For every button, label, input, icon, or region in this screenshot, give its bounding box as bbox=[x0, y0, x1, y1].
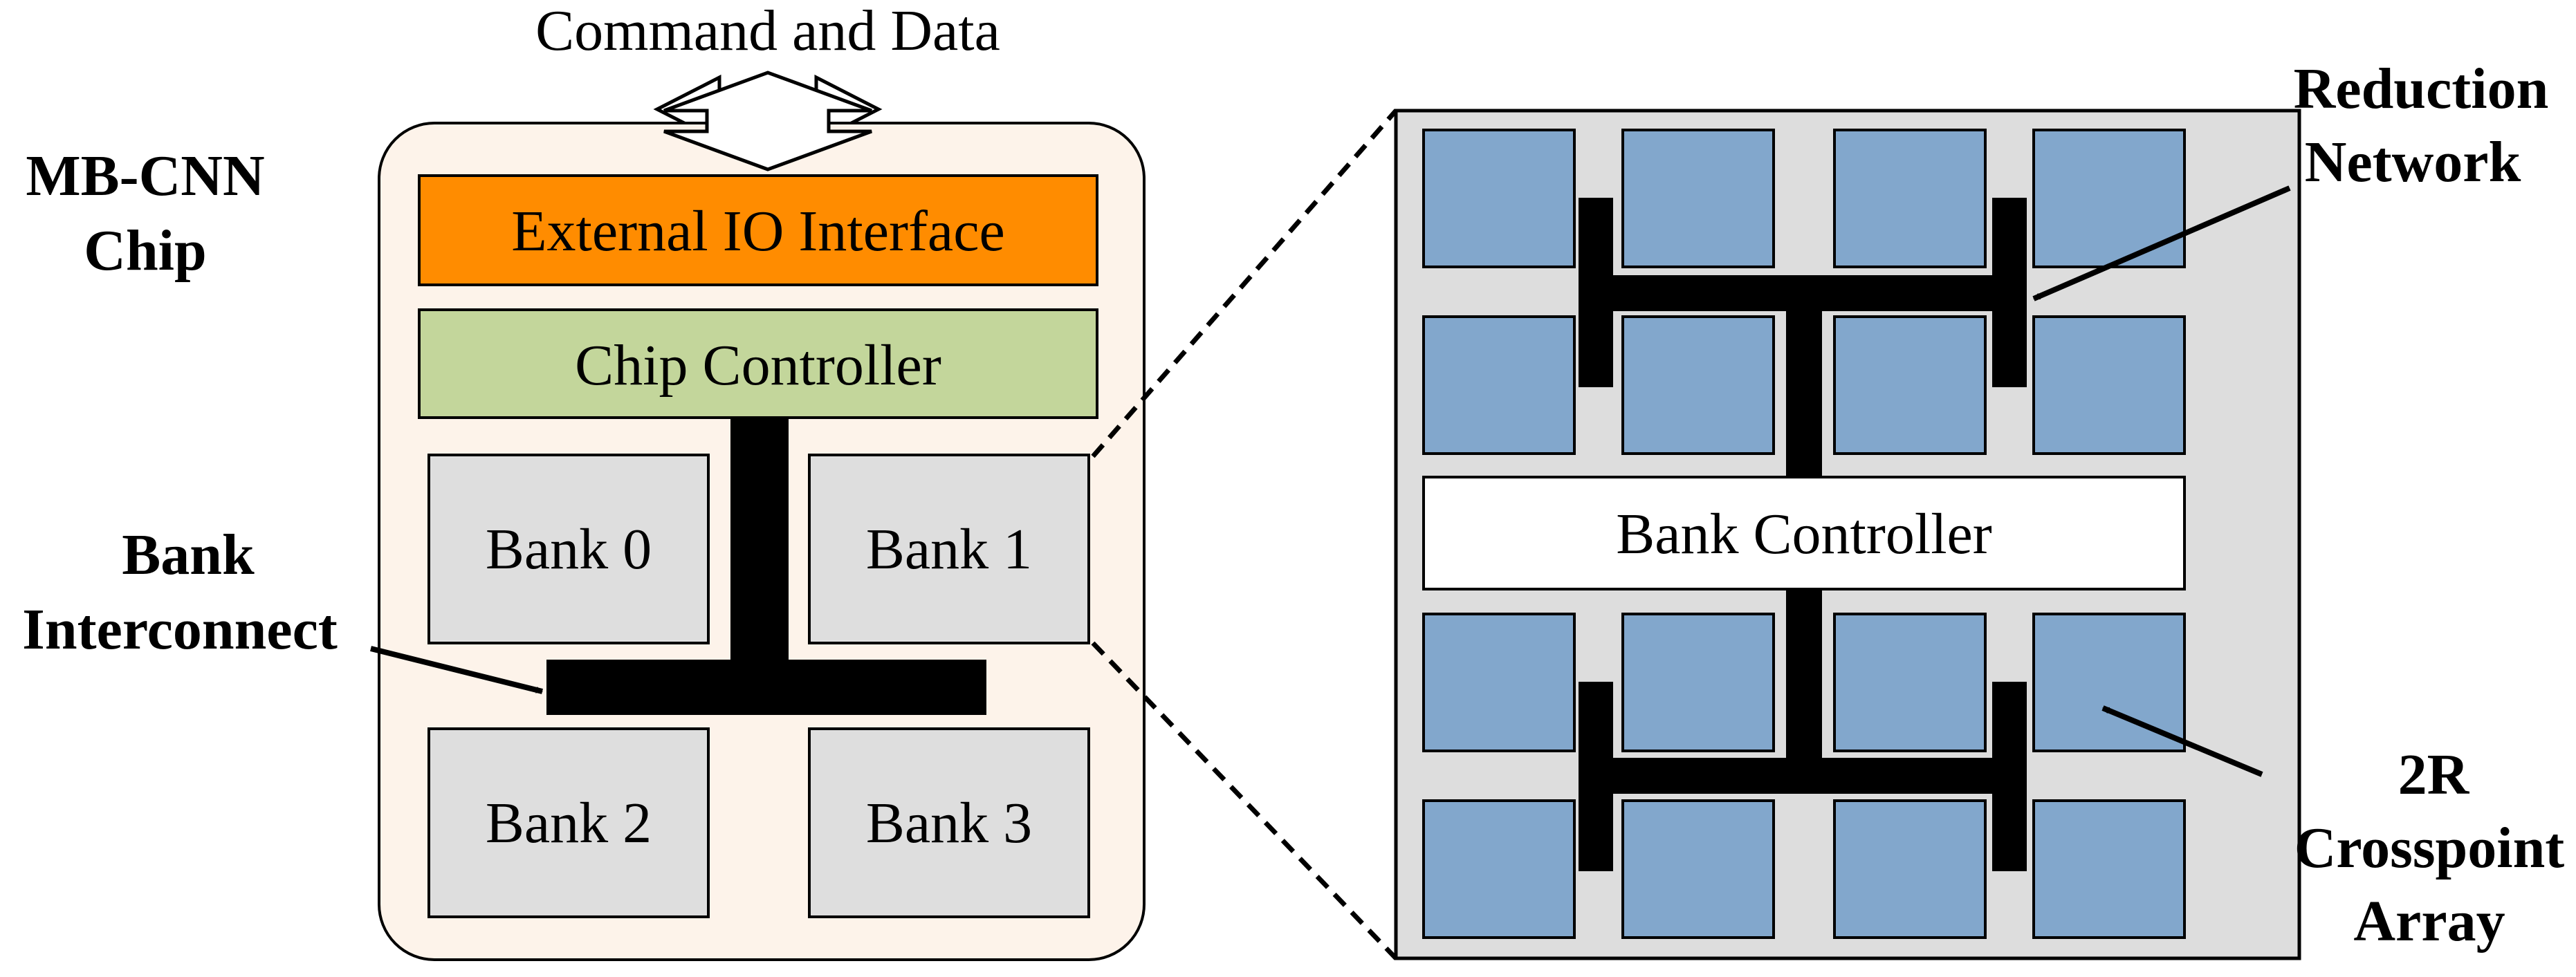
crosspoint-array bbox=[1833, 315, 1987, 455]
bank-1-label: Bank 1 bbox=[866, 517, 1032, 581]
bank-1-block bbox=[808, 454, 1090, 644]
bank-interconnect-label-line2: Interconnect bbox=[22, 597, 338, 662]
reduction-network-bar bbox=[1579, 758, 2027, 794]
bank-0-block bbox=[427, 454, 710, 644]
reduction-network-top bbox=[1579, 198, 2027, 477]
crosspoint-array bbox=[1422, 315, 1576, 455]
reduction-network-label-line1: Reduction bbox=[2294, 57, 2549, 121]
external-io-interface-block bbox=[418, 174, 1098, 286]
reduction-network-right-post bbox=[1992, 682, 2027, 871]
crosspoint-array bbox=[1422, 799, 1576, 939]
bank-0-label: Bank 0 bbox=[486, 517, 652, 581]
external-io-interface-label: External IO Interface bbox=[511, 199, 1005, 263]
crosspoint-array bbox=[1422, 129, 1576, 268]
bank-controller-block bbox=[1422, 476, 2186, 590]
crosspoint-array bbox=[2032, 613, 2186, 752]
crosspoint-array bbox=[2032, 129, 2186, 268]
crosspoint-array-group-bottom bbox=[1422, 613, 2186, 939]
reduction-network-left-post bbox=[1579, 682, 1613, 871]
chip-controller-block bbox=[418, 308, 1098, 419]
chip-controller-label: Chip Controller bbox=[575, 333, 941, 398]
bank-3-label: Bank 3 bbox=[866, 791, 1032, 855]
bank-2-block bbox=[427, 727, 710, 918]
crosspoint-array-label-line2: Crosspoint bbox=[2294, 816, 2565, 880]
bank-3-block bbox=[808, 727, 1090, 918]
crosspoint-array bbox=[1422, 613, 1576, 752]
reduction-network-arrow bbox=[2032, 185, 2291, 301]
chip-title-line1: MB-CNN bbox=[26, 144, 264, 208]
crosspoint-array bbox=[1833, 613, 1987, 752]
reduction-network-stem bbox=[1786, 275, 1822, 477]
bank-interconnect-label-line1: Bank bbox=[122, 523, 255, 587]
crosspoint-array bbox=[1621, 315, 1775, 455]
crosspoint-array bbox=[1621, 613, 1775, 752]
zoom-line-top bbox=[1091, 109, 1398, 458]
crosspoint-array bbox=[2032, 315, 2186, 455]
crosspoint-array bbox=[1833, 799, 1987, 939]
crosspoint-array-label-line1: 2R bbox=[2398, 743, 2470, 807]
command-data-label: Command and Data bbox=[535, 0, 1000, 63]
crosspoint-array bbox=[1621, 129, 1775, 268]
crosspoint-array-group-top bbox=[1422, 129, 2186, 455]
bank-interconnect-arrow bbox=[370, 646, 543, 694]
crosspoint-array bbox=[1833, 129, 1987, 268]
reduction-network-label-line2: Network bbox=[2305, 130, 2521, 194]
bank-2-label: Bank 2 bbox=[486, 791, 652, 855]
chip-title-line2: Chip bbox=[84, 218, 206, 283]
bank-interconnect-stem bbox=[730, 418, 789, 661]
crosspoint-array-arrow bbox=[2101, 705, 2263, 777]
crosspoint-array bbox=[2032, 799, 2186, 939]
reduction-network-bottom bbox=[1579, 589, 2027, 871]
reduction-network-stem bbox=[1786, 589, 1822, 765]
io-double-arrow bbox=[663, 71, 872, 171]
crosspoint-array bbox=[1621, 799, 1775, 939]
bank-interconnect-bar bbox=[546, 660, 986, 715]
bank-controller-label: Bank Controller bbox=[1616, 502, 1992, 566]
crosspoint-array-label-line3: Array bbox=[2353, 889, 2505, 953]
